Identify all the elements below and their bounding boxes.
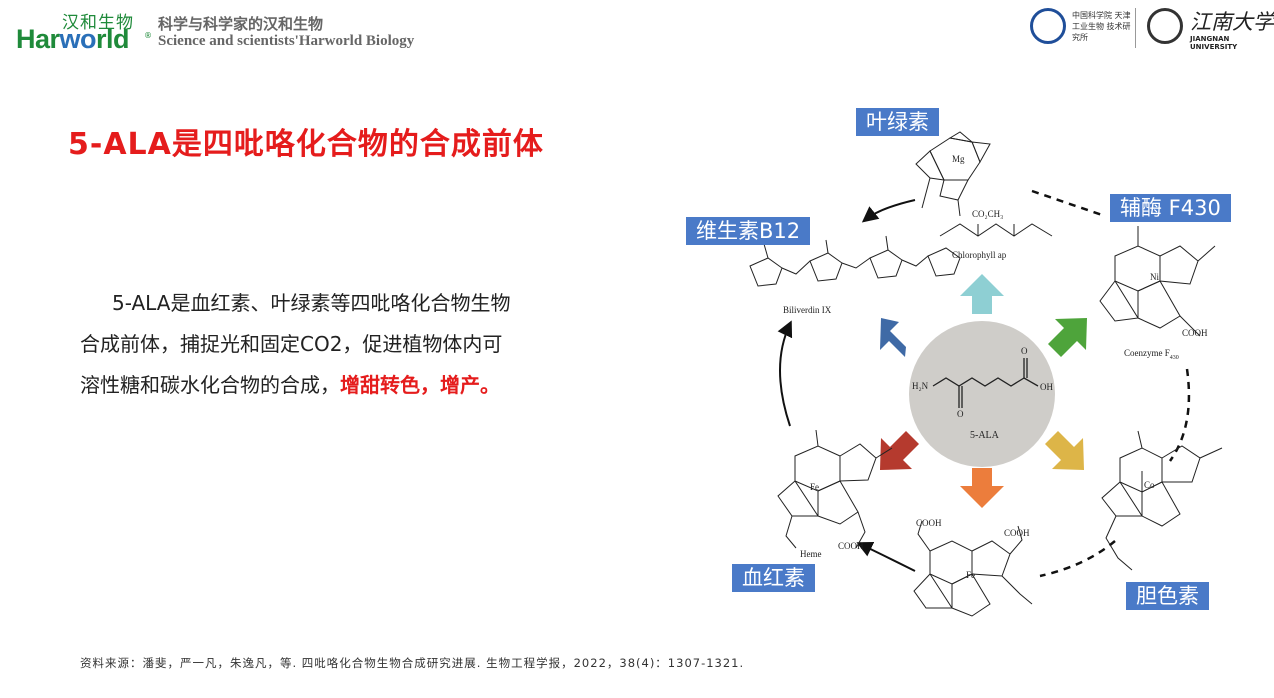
tag-heme: 血红素 (732, 564, 815, 592)
tetrapyrrole-diagram: 5-ALA H₂N OH O O Mg CO₂CH₃ Fe Fe Ni Co C… (660, 96, 1274, 656)
arrow-bottom (960, 468, 1004, 508)
bilin-cooh-left-label: COOH (916, 518, 942, 528)
ala-ketone-o-label: O (957, 409, 964, 419)
tag-vitamin-b12: 维生素B12 (686, 217, 811, 245)
cycle-arrow-top-left (861, 199, 916, 223)
chlorophyll-caption: Chlorophyll ap (952, 250, 1007, 260)
logo-en-part-2: wo (59, 24, 97, 54)
ni-atom-label: Ni (1150, 272, 1159, 282)
body-line-2: 合成前体，捕捉光和固定CO2，促进植物体内可 (80, 332, 503, 356)
body-paragraph: 5-ALA是血红素、叶绿素等四吡咯化合物生物 合成前体，捕捉光和固定CO2，促进… (80, 283, 600, 406)
body-line-3: 溶性糖和碳水化合物的合成，增甜转色，增产。 (80, 373, 500, 397)
logo-en-text: Harworld (16, 24, 130, 55)
cycle-arrow-left (777, 320, 793, 427)
f430-cooh-label: COOH (1182, 328, 1208, 338)
ala-oh-label: OH (1040, 382, 1053, 392)
header-divider (1135, 8, 1136, 48)
bilin-structure (913, 520, 1033, 617)
bilin-cooh-right-label: COOH (1004, 528, 1030, 538)
tag-bilin: 胆色素 (1126, 582, 1209, 610)
logo-en-part-3: rld (96, 24, 130, 54)
coenzyme-f430-caption: Coenzyme F430 (1124, 348, 1179, 361)
biliverdin-caption: Biliverdin IX (783, 305, 832, 315)
jiangnan-university-en: JIANGNAN UNIVERSITY (1190, 35, 1238, 51)
reference-source: 资料来源：潘斐，严一凡，朱逸凡，等. 四吡咯化合物生物合成研究进展. 生物工程学… (80, 656, 745, 670)
arrow-right (1045, 431, 1084, 470)
ala-skeleton (932, 377, 1025, 387)
arrow-left (880, 431, 919, 470)
logo-cn-text: 汉和生物 (62, 13, 134, 33)
arrow-upper-left (880, 318, 906, 357)
ala-nh2-label: H₂N (912, 381, 929, 391)
vitamin-b12-structure (1101, 430, 1223, 571)
center-circle (909, 321, 1055, 467)
center-label-5-ala: 5-ALA (970, 430, 999, 441)
diagram-svg (749, 131, 1223, 617)
tag-coenzyme-f430: 辅酶 F430 (1110, 194, 1231, 222)
cas-seal-logo (1030, 8, 1066, 44)
cycle-dash-bottom-right (1039, 540, 1116, 578)
jiangnan-university-name: 江南大学 (1190, 10, 1274, 34)
mg-atom-label: Mg (952, 154, 965, 164)
heme-fe-atom-label: Fe (810, 482, 819, 492)
body-line-1: 5-ALA是血红素、叶绿素等四吡咯化合物生物 (112, 291, 511, 315)
highlight-text: 增甜转色，增产。 (340, 373, 500, 397)
slogan-cn: 科学与科学家的汉和生物 (158, 15, 324, 33)
heme-cooh-label: COOH (838, 541, 864, 551)
heme-caption: Heme (800, 549, 822, 559)
arrow-top (960, 274, 1004, 314)
co-atom-label: Co (1144, 480, 1155, 490)
cas-institute-name: 中国科学院 天津工业生物 技术研究所 (1072, 11, 1131, 42)
chlorophyll-structure (915, 131, 1053, 237)
jiangnan-seal-logo (1147, 8, 1183, 44)
heme-structure (777, 429, 893, 549)
registered-mark: ® (144, 31, 152, 40)
tag-chlorophyll: 叶绿素 (856, 108, 939, 136)
slogan-en: Science and scientists'Harworld Biology (158, 33, 415, 49)
bilin-fe-atom-label: Fe (966, 570, 975, 580)
slide-title: 5-ALA是四吡咯化合物的合成前体 (68, 127, 544, 162)
ala-acid-o-label: O (1021, 346, 1028, 356)
coenzyme-f430-structure (1099, 226, 1216, 337)
co2ch3-label: CO₂CH₃ (972, 209, 1004, 219)
biliverdin-structure (749, 235, 961, 287)
cycle-dash-top-right (1031, 189, 1106, 218)
logo-en-part-1: Har (16, 24, 60, 54)
cycle-arrow-bottom-left (856, 541, 916, 572)
arrow-upper-right (1048, 318, 1087, 357)
